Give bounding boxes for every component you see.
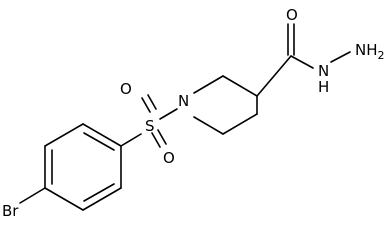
- bond-ring-inner-1: [83, 132, 115, 151]
- amine-subscript: 2: [378, 49, 384, 62]
- bond-ring-c6-c1: [44, 123, 84, 147]
- bond-s-n: [159, 108, 178, 120]
- bond-s-o-top-a: [141, 97, 151, 113]
- bond-ring-c1-c2: [82, 123, 122, 147]
- bond-c-s: [120, 133, 142, 147]
- bond-ring-c3-c4: [82, 187, 122, 211]
- amide-nitrogen-label: N: [318, 62, 329, 80]
- sulfonyl-oxygen-bottom-label: O: [163, 149, 175, 167]
- bond-pip-c4-c5: [222, 113, 258, 135]
- molecule-structure: Br S O O N O N H NH2: [2, 6, 384, 220]
- bond-n-nh2: [330, 51, 351, 63]
- piperidine-ring: [193, 75, 258, 135]
- bond-s-o-bottom-a: [151, 132, 161, 148]
- bond-pip-n-c2: [193, 75, 224, 94]
- bond-carbonyl-n: [290, 55, 314, 69]
- bond-c-br: [19, 187, 46, 204]
- bond-pip-c2-c3: [222, 75, 258, 97]
- amine-text: NH: [355, 41, 378, 59]
- bond-s-o-bottom-b: [157, 129, 167, 145]
- bond-ring-inner-2: [83, 183, 115, 202]
- amide-hydrogen-label: H: [318, 78, 329, 96]
- bond-c4-carbonyl: [256, 55, 292, 97]
- amine-label: NH2: [355, 41, 384, 62]
- sulfur-label: S: [145, 117, 155, 135]
- bromine-label: Br: [2, 202, 19, 218]
- benzene-ring: [44, 123, 122, 211]
- structure-canvas: Br S O O N O N H NH2: [2, 6, 384, 220]
- ring-nitrogen-label: N: [178, 92, 189, 110]
- carbonyl-oxygen-label: O: [286, 6, 298, 24]
- bond-pip-c5-c6: [193, 116, 224, 135]
- bond-ring-c4-c5: [44, 187, 84, 211]
- sulfonyl-oxygen-top-label: O: [120, 80, 132, 98]
- bond-s-o-top-b: [147, 94, 157, 110]
